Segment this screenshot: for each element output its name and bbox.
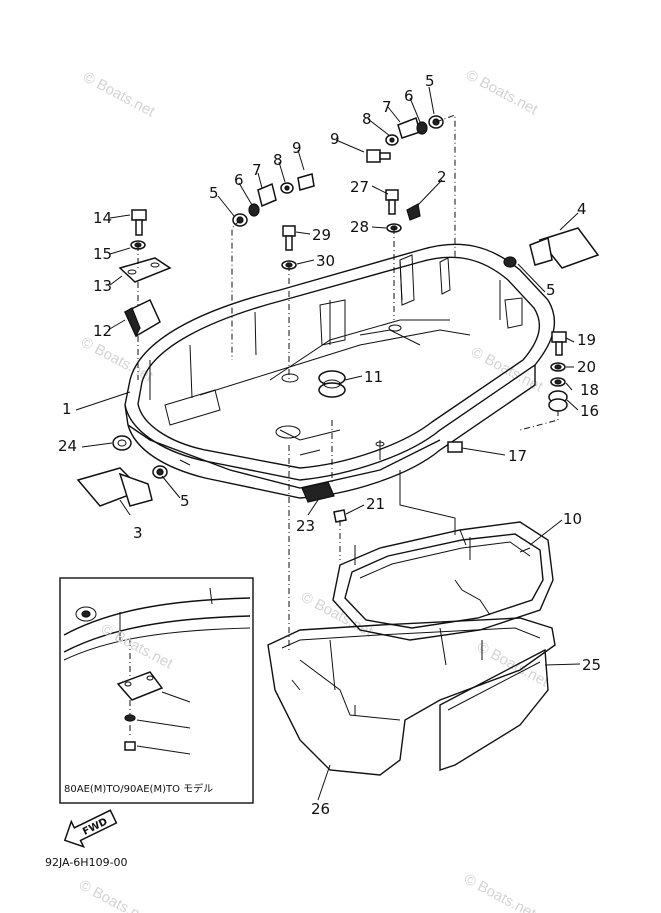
bracket-13 xyxy=(118,257,172,283)
callout-7: 7 xyxy=(382,98,392,116)
callout-25: 25 xyxy=(582,656,601,674)
callout-7: 7 xyxy=(252,161,262,179)
callout-5: 5 xyxy=(425,72,435,90)
lever-3 xyxy=(76,467,153,507)
callout-15: 15 xyxy=(93,245,112,263)
callout-6: 6 xyxy=(234,171,244,189)
watermark: © Boats.net xyxy=(78,334,156,386)
callout-16: 16 xyxy=(580,402,599,420)
assembly-lines xyxy=(137,114,559,650)
callout-5: 5 xyxy=(209,184,219,202)
callout-5: 5 xyxy=(180,492,190,510)
callout-26: 26 xyxy=(311,800,330,818)
lower-cover-10 xyxy=(332,521,554,641)
leader-lines xyxy=(75,86,581,801)
callout-8: 8 xyxy=(273,151,283,169)
callout-4: 4 xyxy=(577,200,587,218)
damper-12 xyxy=(124,298,161,338)
callout-10: 10 xyxy=(563,510,582,528)
callout-29: 29 xyxy=(312,226,331,244)
watermark: © Boats.net xyxy=(76,877,154,913)
grommet-11 xyxy=(318,370,346,398)
callout-20: 20 xyxy=(577,358,596,376)
callout-21: 21 xyxy=(366,495,385,513)
inset-caption: 80AE(M)TO/90AE(M)TO モデル xyxy=(64,782,213,795)
diagram-code: 92JA-6H109-00 xyxy=(45,856,128,869)
callout-11: 11 xyxy=(364,368,383,386)
callout-17: 17 xyxy=(508,447,527,465)
callout-14: 14 xyxy=(93,209,112,227)
fwd-arrow: FWD xyxy=(63,809,118,849)
callout-13: 13 xyxy=(93,277,112,295)
side-cover-26 xyxy=(267,617,556,776)
callout-8: 8 xyxy=(362,110,372,128)
callout-1: 1 xyxy=(62,400,72,418)
callout-24: 24 xyxy=(58,437,77,455)
lever-4 xyxy=(503,227,600,269)
callout-18: 18 xyxy=(580,381,599,399)
inset-detail: © Boats.net 80AE(M)TO/90AE(M)TO モデル xyxy=(59,577,254,804)
side-piece-25 xyxy=(439,648,549,771)
watermark: © Boats.net xyxy=(80,69,158,121)
callout-5: 5 xyxy=(546,281,556,299)
watermark: © Boats.net xyxy=(463,67,541,119)
callout-27: 27 xyxy=(350,178,369,196)
callout-6: 6 xyxy=(404,87,414,105)
callout-12: 12 xyxy=(93,322,112,340)
watermark: © Boats.net xyxy=(298,589,376,641)
callout-19: 19 xyxy=(577,331,596,349)
callout-23: 23 xyxy=(296,517,315,535)
callout-30: 30 xyxy=(316,252,335,270)
callout-9: 9 xyxy=(330,130,340,148)
callout-28: 28 xyxy=(350,218,369,236)
bottom-cowling xyxy=(124,243,556,499)
callout-2: 2 xyxy=(437,168,447,186)
watermark: © Boats.net xyxy=(461,871,539,913)
callout-9: 9 xyxy=(292,139,302,157)
callout-3: 3 xyxy=(133,524,143,542)
